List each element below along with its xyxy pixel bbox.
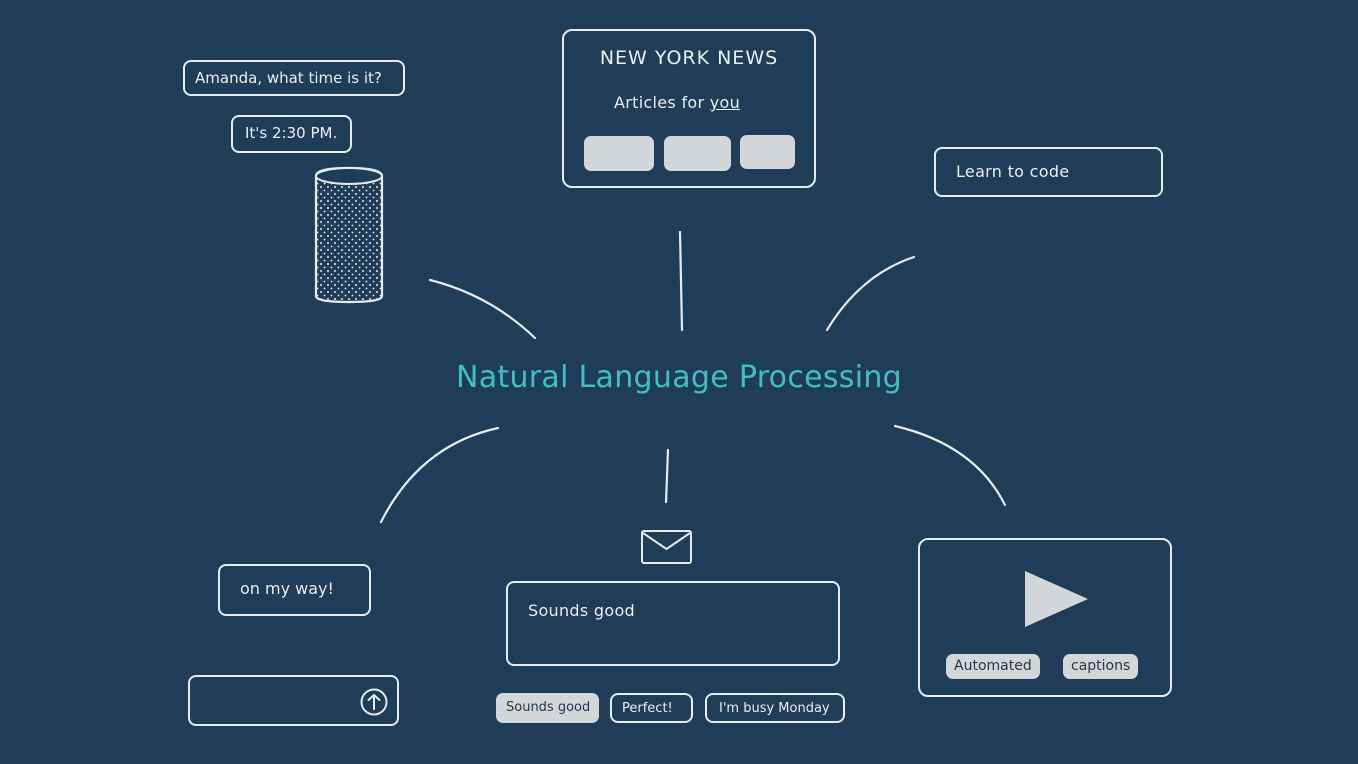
message-bubble: on my way! (218, 564, 371, 616)
connector-messaging (379, 426, 500, 524)
news-card: NEW YORK NEWS Articles for you (562, 29, 816, 188)
news-subheading-emphasis: you (709, 93, 741, 112)
news-subheading: Articles for you (614, 93, 740, 112)
news-article-tile[interactable] (664, 136, 731, 171)
connector-news (678, 230, 684, 332)
assistant-answer-bubble: It's 2:30 PM. (231, 115, 352, 153)
video-player[interactable]: Automated captions (918, 538, 1172, 697)
search-input[interactable]: Learn to code (934, 147, 1163, 197)
envelope-icon (641, 530, 692, 564)
message-input[interactable] (188, 675, 399, 726)
suggestion-chip[interactable]: I'm busy Monday (705, 693, 845, 723)
email-body-field[interactable]: Sounds good (506, 581, 840, 666)
news-article-tile[interactable] (584, 136, 654, 171)
suggestion-chip-label: Sounds good (506, 700, 591, 715)
suggestion-chip[interactable]: Perfect! (610, 693, 693, 723)
caption-word: Automated (946, 654, 1040, 679)
diagram-title: Natural Language Processing (455, 360, 903, 395)
suggestion-chip-label: I'm busy Monday (719, 701, 830, 716)
caption-word: captions (1063, 654, 1139, 679)
news-article-tile[interactable] (740, 135, 795, 169)
assistant-question-text: Amanda, what time is it? (195, 69, 382, 87)
suggestion-chip-label: Perfect! (622, 701, 673, 716)
suggestion-chip[interactable]: Sounds good (496, 693, 599, 723)
smart-speaker-icon (314, 166, 384, 304)
connector-assistant (428, 278, 537, 340)
news-subheading-prefix: Articles for (614, 93, 710, 112)
message-bubble-text: on my way! (240, 579, 334, 598)
assistant-question-bubble: Amanda, what time is it? (183, 60, 405, 96)
connector-video (893, 424, 1007, 507)
play-icon[interactable] (1022, 568, 1092, 630)
news-heading: NEW YORK NEWS (599, 47, 779, 69)
email-body-text: Sounds good (528, 601, 635, 620)
assistant-answer-text: It's 2:30 PM. (245, 124, 338, 142)
arrow-up-circle-icon[interactable] (359, 687, 389, 717)
search-input-value: Learn to code (956, 162, 1070, 181)
connector-search (825, 255, 916, 332)
connector-email (664, 448, 670, 504)
